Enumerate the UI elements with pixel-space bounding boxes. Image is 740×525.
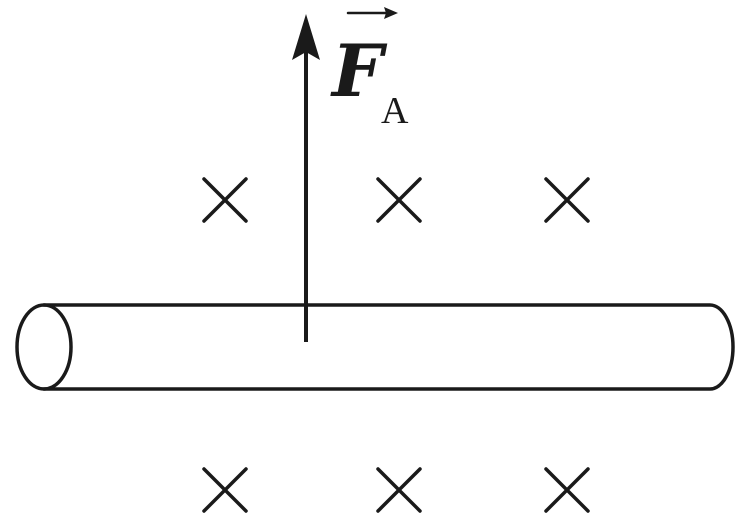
- force-arrowhead: [292, 14, 320, 60]
- rod-end-cap: [15, 303, 73, 391]
- magnetic-field-markers: [202, 177, 590, 513]
- field-into-page-marker: [544, 177, 590, 223]
- field-into-page-marker: [376, 177, 422, 223]
- field-into-page-marker: [544, 467, 590, 513]
- field-into-page-marker: [376, 467, 422, 513]
- conductor-rod: [15, 303, 735, 391]
- vector-arrow-icon: [346, 7, 398, 19]
- rod-body: [42, 303, 735, 391]
- force-symbol: F: [330, 28, 388, 113]
- field-into-page-marker: [202, 467, 248, 513]
- force-vector: [292, 14, 320, 342]
- field-into-page-marker: [202, 177, 248, 223]
- force-label: F A: [330, 7, 409, 132]
- force-subscript: A: [381, 90, 409, 132]
